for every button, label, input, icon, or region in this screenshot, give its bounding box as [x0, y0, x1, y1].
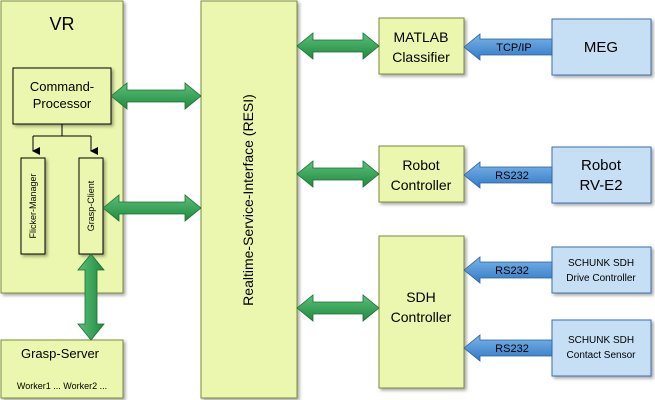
vr-title: VR — [49, 14, 74, 34]
resi-label: Realtime-Service-Interface (RESI) — [240, 94, 256, 306]
grasp-client-label: Grasp-Client — [86, 180, 96, 231]
command-processor-label-line2: Processor — [33, 96, 92, 111]
robot-controller-line1: Robot — [402, 157, 439, 173]
robot-controller-line2: Controller — [391, 177, 452, 193]
schunk-drive-controller-box: SCHUNK SDH Drive Controller — [551, 246, 652, 294]
matlab-classifier-line2: Classifier — [392, 49, 450, 65]
command-processor-label-line1: Command- — [30, 79, 94, 94]
robot-rv-e2-box: Robot RV-E2 — [551, 146, 652, 204]
robot-rv-e2-line1: Robot — [581, 157, 622, 174]
command-processor-box: Command- Processor — [12, 67, 112, 125]
grasp-client-resi-arrow — [102, 194, 202, 222]
flicker-manager-label: Flicker-Manager — [28, 173, 38, 238]
resi-robot-controller-arrow — [296, 160, 380, 188]
grasp-server-box: Grasp-Server Worker1 ... Worker2 ... — [0, 339, 124, 399]
rs232-contact-label: RS232 — [495, 343, 529, 355]
command-processor-resi-arrow — [110, 82, 202, 110]
vr-block: VR — [0, 0, 124, 294]
flicker-manager-box: Flicker-Manager — [20, 157, 46, 255]
schunk-contact-line2: Contact Sensor — [567, 350, 637, 361]
schunk-drive-line1: SCHUNK SDH — [568, 258, 634, 269]
grasp-client-box: Grasp-Client — [78, 157, 104, 255]
rs232-robot-label: RS232 — [495, 170, 529, 182]
grasp-server-workers: Worker1 ... Worker2 ... — [17, 381, 107, 391]
meg-label: MEG — [584, 39, 618, 56]
schunk-contact-line1: SCHUNK SDH — [568, 335, 634, 346]
rs232-drive-link: RS232 — [463, 256, 553, 284]
grasp-server-title: Grasp-Server — [21, 346, 100, 361]
resi-box: Realtime-Service-Interface (RESI) — [200, 0, 298, 399]
matlab-classifier-line1: MATLAB — [394, 29, 449, 45]
sdh-controller-line1: SDH — [406, 289, 436, 305]
rs232-robot-link: RS232 — [463, 161, 553, 189]
rs232-drive-label: RS232 — [495, 265, 529, 277]
resi-sdh-controller-arrow — [296, 294, 380, 322]
tcp-ip-link: TCP/IP — [463, 33, 553, 61]
sdh-controller-box: SDH Controller — [378, 235, 465, 389]
schunk-contact-sensor-box: SCHUNK SDH Contact Sensor — [551, 319, 652, 377]
schunk-drive-line2: Drive Controller — [566, 273, 636, 284]
robot-rv-e2-line2: RV-E2 — [579, 177, 622, 194]
resi-matlab-arrow — [296, 32, 380, 60]
grasp-client-grasp-server-arrow — [77, 253, 105, 341]
meg-box: MEG — [551, 18, 652, 76]
command-processor-connector — [32, 124, 98, 155]
tcp-ip-label: TCP/IP — [496, 42, 531, 54]
robot-controller-box: Robot Controller — [378, 145, 465, 203]
sdh-controller-line2: Controller — [391, 309, 452, 325]
rs232-contact-link: RS232 — [463, 334, 553, 362]
matlab-classifier-box: MATLAB Classifier — [378, 17, 465, 75]
